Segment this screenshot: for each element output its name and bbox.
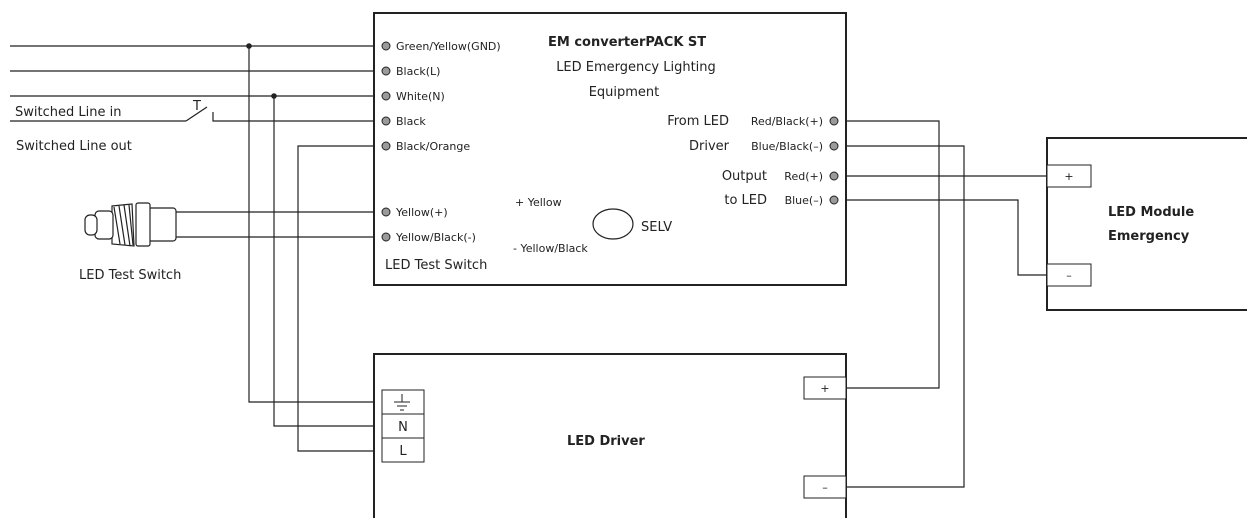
test-input-label-1: Yellow/Black(-) <box>395 231 476 244</box>
driver-terminal-l-label: L <box>399 444 407 459</box>
terminal-in-l <box>381 66 391 76</box>
driver-terminal-n <box>381 413 425 439</box>
converter-test-switch-label: LED Test Switch <box>385 258 487 273</box>
from-led-label-1: From LED <box>667 114 729 129</box>
switch-blade <box>185 106 208 122</box>
from-output-label-0: Red/Black(+) <box>751 115 823 128</box>
module-terminal-plus <box>1046 164 1092 188</box>
wire-from-minus <box>834 145 965 488</box>
converter-box <box>373 12 847 286</box>
output-label-2: to LED <box>724 193 767 208</box>
ground-icon <box>394 394 410 411</box>
to-output-label-1: Blue(–) <box>785 194 823 207</box>
terminal-to-plus <box>829 171 839 181</box>
selv-minus-label: - Yellow/Black <box>513 242 588 255</box>
selv-label: SELV <box>641 220 672 235</box>
module-terminal-minus <box>1046 263 1092 287</box>
selv-ellipse <box>592 208 634 240</box>
input-label-0: Green/Yellow(GND) <box>396 40 501 53</box>
module-title-1: LED Module <box>1108 205 1194 220</box>
wire-neutral-driver <box>273 96 382 427</box>
terminal-in-gnd <box>381 41 391 51</box>
terminal-test-plus <box>381 207 391 217</box>
driver-terminal-plus <box>803 376 847 400</box>
driver-minus-label: – <box>822 481 828 494</box>
switch-symbol: T <box>192 99 201 114</box>
converter-subtitle-2: Equipment <box>589 85 660 100</box>
switched-line-out-label: Switched Line out <box>16 139 132 154</box>
terminal-from-plus <box>829 116 839 126</box>
push-button-switch-icon <box>84 202 177 247</box>
driver-title: LED Driver <box>567 434 645 449</box>
from-output-label-1: Blue/Black(–) <box>751 140 823 153</box>
wire-black-orange <box>297 145 386 452</box>
junction-gnd <box>246 43 252 49</box>
driver-terminal-l <box>381 437 425 463</box>
terminal-from-minus <box>829 141 839 151</box>
junction-neutral <box>271 93 277 99</box>
converter-title: EM converterPACK ST <box>548 35 706 50</box>
terminal-in-black-orange <box>381 141 391 151</box>
wire-from-plus <box>834 120 940 389</box>
wire-to-minus <box>834 199 1064 276</box>
wire-switched-out <box>212 112 386 122</box>
driver-terminal-minus <box>803 475 847 499</box>
terminal-to-minus <box>829 195 839 205</box>
terminal-in-n <box>381 91 391 101</box>
input-label-4: Black/Orange <box>396 140 470 153</box>
selv-plus-label: + Yellow <box>515 196 562 209</box>
wire-gnd-driver <box>248 46 382 403</box>
module-minus-label: – <box>1066 269 1072 282</box>
output-label-1: Output <box>722 169 767 184</box>
input-label-1: Black(L) <box>396 65 440 78</box>
input-label-2: White(N) <box>396 90 445 103</box>
to-output-label-0: Red(+) <box>784 170 823 183</box>
terminal-in-black <box>381 116 391 126</box>
module-plus-label: + <box>1064 170 1073 183</box>
driver-plus-label: + <box>820 382 829 395</box>
driver-box <box>373 353 847 518</box>
test-input-label-0: Yellow(+) <box>395 206 448 219</box>
switched-line-in-label: Switched Line in <box>15 105 121 120</box>
driver-terminal-n-label: N <box>398 420 408 435</box>
input-label-3: Black <box>396 115 426 128</box>
led-test-switch-label: LED Test Switch <box>79 268 181 283</box>
terminal-test-minus <box>381 232 391 242</box>
converter-subtitle-1: LED Emergency Lighting <box>556 60 716 75</box>
from-led-label-2: Driver <box>689 139 730 154</box>
module-title-2: Emergency <box>1108 229 1190 244</box>
